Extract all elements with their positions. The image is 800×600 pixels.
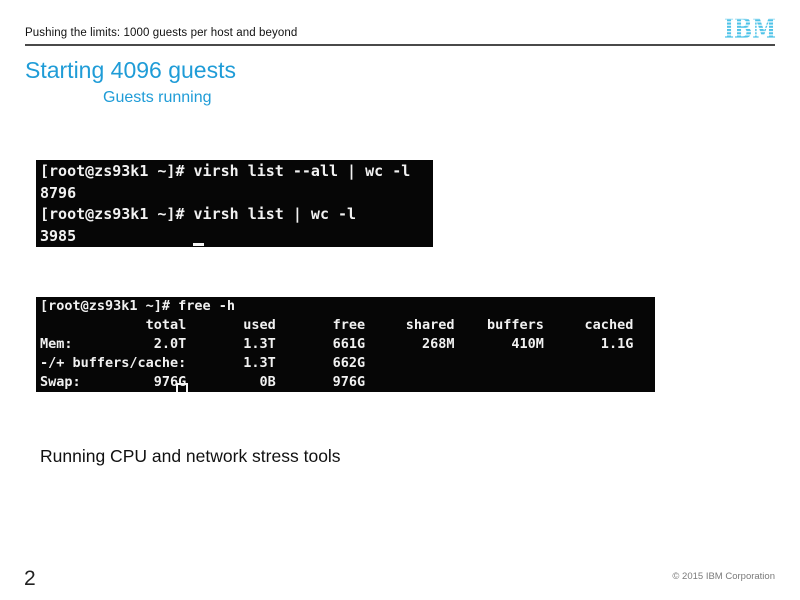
terminal-cursor-box [176,383,188,392]
page-number: 2 [24,567,36,590]
terminal-output-free: [root@zs93k1 ~]# free -h total used free… [40,298,634,390]
terminal-output-virsh: [root@zs93k1 ~]# virsh list --all | wc -… [40,162,411,245]
ibm-logo-icon: IBM [724,16,776,42]
slide-body-text: Running CPU and network stress tools [40,446,341,466]
copyright-notice: © 2015 IBM Corporation [672,571,775,582]
presentation-running-title: Pushing the limits: 1000 guests per host… [25,27,298,39]
terminal-screenshot-virsh-list: [root@zs93k1 ~]# virsh list --all | wc -… [36,160,433,247]
slide-title: Starting 4096 guests [25,57,236,83]
terminal-screenshot-free-h: [root@zs93k1 ~]# free -h total used free… [36,297,655,392]
slide-subtitle: Guests running [103,89,212,106]
header-divider [25,44,775,46]
terminal-cursor-underscore [193,243,204,246]
svg-text:IBM: IBM [724,16,776,42]
